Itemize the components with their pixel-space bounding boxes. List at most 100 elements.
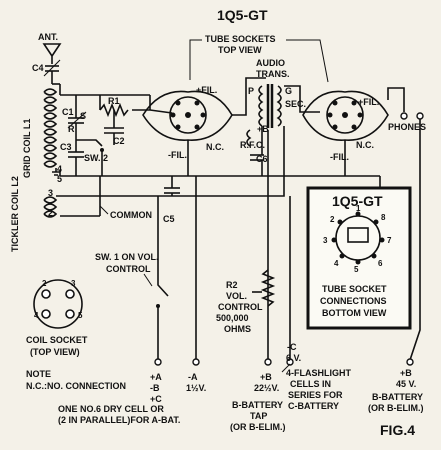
terminal-a-minus-label: -A bbox=[188, 372, 198, 382]
inset-pin bbox=[371, 253, 377, 259]
terminal-b-tap[interactable] bbox=[264, 358, 272, 366]
coil-socket bbox=[33, 279, 83, 329]
coil-num-4: 4 bbox=[57, 164, 62, 174]
coil-num-2: 2 bbox=[48, 208, 53, 218]
tube1-pin bbox=[194, 100, 200, 106]
inset-pin-3: 3 bbox=[323, 236, 328, 245]
primary-label: P bbox=[248, 86, 254, 96]
c6-label: C6 bbox=[256, 154, 268, 164]
coil-socket-pin-5 bbox=[65, 309, 75, 319]
tube2-nc: N.C. bbox=[356, 140, 374, 150]
terminal-b45-label: +B bbox=[400, 368, 412, 378]
terminal-b45[interactable] bbox=[406, 358, 414, 366]
sw1-arrow bbox=[143, 273, 153, 287]
sw1-label-1: SW. 1 ON VOL. bbox=[95, 252, 159, 262]
secondary-wire bbox=[280, 126, 285, 197]
tube1-plate-wire bbox=[232, 77, 266, 116]
phones-jack-1[interactable] bbox=[400, 112, 408, 120]
socket-arrow-left bbox=[189, 39, 202, 80]
diagram-title: 1Q5-GT bbox=[217, 7, 268, 23]
dry-cell-label-2: (2 IN PARALLEL)FOR A-BAT. bbox=[58, 415, 180, 425]
antenna-label: ANT. bbox=[38, 32, 58, 42]
terminal-b-minus-label: -B bbox=[150, 383, 160, 393]
secondary-label-sec: SEC. bbox=[285, 99, 306, 109]
terminal-c-minus-label: -C bbox=[287, 342, 297, 352]
terminal-c-minus-volts: 6 V. bbox=[286, 353, 301, 363]
tube2-pin bbox=[351, 124, 357, 130]
tube1-key bbox=[185, 112, 191, 118]
tube-sockets-label-1: TUBE SOCKETS bbox=[205, 34, 276, 44]
dry-cell-label-1: ONE NO.6 DRY CELL OR bbox=[58, 404, 164, 414]
tube1-fil-plus: +FIL. bbox=[196, 85, 217, 95]
tube1-pin bbox=[175, 124, 181, 130]
r2-ohms: OHMS bbox=[224, 324, 251, 334]
terminal-b-tap-volts: 22½V. bbox=[254, 383, 279, 393]
phones-b-wire bbox=[409, 119, 421, 361]
tube1-nc: N.C. bbox=[206, 142, 224, 152]
inset-caption-1: TUBE SOCKET bbox=[322, 284, 387, 294]
tube2-fil-minus: -FIL. bbox=[330, 152, 349, 162]
tickler-coil-label: TICKLER COIL L2 bbox=[10, 176, 20, 252]
coil-num-5: 5 bbox=[57, 174, 62, 184]
c1-variable-arrow bbox=[67, 111, 87, 129]
flashlight-label-3: SERIES FOR bbox=[288, 390, 343, 400]
grid-coil-label: GRID COIL L1 bbox=[22, 119, 32, 178]
coil-taps bbox=[56, 170, 61, 197]
inset-pin bbox=[331, 237, 337, 243]
tube2-pin bbox=[351, 100, 357, 106]
sw2-label: SW. 2 bbox=[84, 153, 108, 163]
sw1-switch[interactable] bbox=[157, 250, 169, 297]
tube1-pin bbox=[194, 124, 200, 130]
coil-socket-pin-3 bbox=[65, 289, 75, 299]
terminal-a-plus-label: +A bbox=[150, 372, 162, 382]
tube1-fil-minus: -FIL. bbox=[168, 150, 187, 160]
terminal-b-tap-label: +B bbox=[260, 372, 272, 382]
inset-key bbox=[347, 227, 369, 243]
r2-vol: VOL. bbox=[226, 291, 247, 301]
coil-socket-num-4: 4 bbox=[34, 311, 39, 320]
rfc-label: R.F.C. bbox=[240, 140, 265, 150]
inset-pin-4: 4 bbox=[334, 259, 339, 268]
grid-coil bbox=[43, 88, 58, 168]
inset-pin-2: 2 bbox=[330, 215, 335, 224]
b-battery-label: B-BATTERY bbox=[372, 392, 423, 402]
tube-sockets-label-2: TOP VIEW bbox=[218, 45, 262, 55]
inset-title: 1Q5-GT bbox=[332, 193, 383, 209]
tube2-pin bbox=[357, 112, 363, 118]
c2-label: C2 bbox=[113, 136, 125, 146]
tube2-base bbox=[326, 96, 364, 134]
terminal-c-plus-label: +C bbox=[150, 394, 162, 404]
c4-label: C4 bbox=[32, 63, 44, 73]
tube2-socket bbox=[302, 90, 389, 141]
figure-number: FIG.4 bbox=[380, 422, 415, 438]
b-battery-tap-label: B-BATTERY bbox=[232, 400, 283, 410]
terminal-a-minus-volts: 1½V. bbox=[186, 383, 206, 393]
r2-potentiometer[interactable] bbox=[260, 269, 276, 307]
flashlight-label-4: C-BATTERY bbox=[288, 401, 339, 411]
coil-socket-pin-2 bbox=[41, 289, 51, 299]
audio-trans-label-1: AUDIO bbox=[256, 58, 285, 68]
terminal-c-minus[interactable] bbox=[286, 358, 294, 366]
coil-num-3: 3 bbox=[48, 188, 53, 198]
inset-pin-7: 7 bbox=[387, 236, 392, 245]
c3-label: C3 bbox=[60, 142, 72, 152]
flashlight-arrow bbox=[281, 363, 291, 373]
sw1-label-2: CONTROL bbox=[106, 264, 151, 274]
r2-label: R2 bbox=[226, 280, 238, 290]
tube2-pin bbox=[327, 112, 333, 118]
tube2-key bbox=[342, 112, 348, 118]
coil-socket-label: COIL SOCKET bbox=[26, 335, 88, 345]
note-label: NOTE bbox=[26, 369, 51, 379]
flashlight-label-2: CELLS IN bbox=[290, 379, 331, 389]
sw2-switch bbox=[76, 139, 103, 147]
terminal-a-plus[interactable] bbox=[154, 358, 162, 366]
tube2-plate-wire bbox=[387, 87, 405, 112]
r-label: R bbox=[68, 124, 75, 134]
s-label: S bbox=[80, 111, 86, 121]
c1-label: C1 bbox=[62, 107, 74, 117]
terminal-a-minus[interactable] bbox=[192, 358, 200, 366]
phones-jack-2[interactable] bbox=[416, 112, 424, 120]
r2-control: CONTROL bbox=[218, 302, 263, 312]
inset-pin bbox=[339, 253, 345, 259]
